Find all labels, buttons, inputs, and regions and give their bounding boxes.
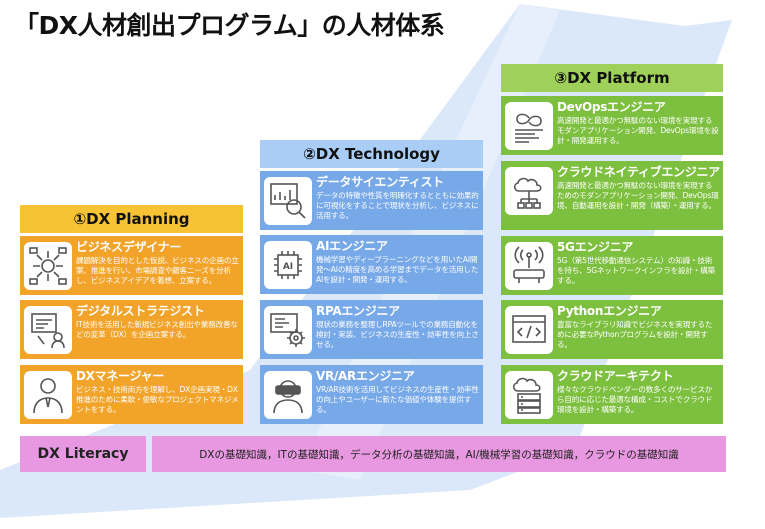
digital-strategist-icon	[24, 306, 72, 354]
role-description: 高速開発と最適かつ無駄のない環境を実現するモダンアプリケーション開発、DevOp…	[557, 116, 719, 145]
role-description: 課題解決を目的とした仮説、ビジネスの企画の立案、推進を行い、市場調査や顧客ニーズ…	[76, 256, 239, 285]
role-description: ビジネス・技術両方を理解し、DX企画実現・DX推進のために柔軟・俊敏なプロジェク…	[76, 385, 239, 414]
svg-text:AI: AI	[283, 262, 293, 272]
role-card-rpa-engineer: RPAエンジニア 現状の業務を整理しRPAツールでの業務自動化を検討・実装、ビジ…	[260, 300, 483, 359]
dx-literacy-label: DX Literacy	[20, 436, 146, 472]
role-description: 豊富なライブラリ知識でビジネスを実現するために必要なPythonプログラムを設計…	[557, 320, 713, 349]
role-name: クラウドアーキテクト	[557, 369, 674, 383]
role-description: 様々なクラウドベンダーの数多くのサービスから目的に応じた最適な構成・コストでクラ…	[557, 385, 713, 414]
role-card-cloud-architect: クラウドアーキテクト 様々なクラウドベンダーの数多くのサービスから目的に応じた最…	[501, 365, 723, 424]
role-card-python-engineer: Pythonエンジニア 豊富なライブラリ知識でビジネスを実現するために必要なPy…	[501, 300, 723, 359]
business-designer-icon	[24, 242, 72, 290]
data-scientist-icon	[264, 177, 312, 225]
role-name: Pythonエンジニア	[557, 304, 662, 318]
role-description: 高速開発と最適かつ無駄のない環境を実現するためのモダンアプリケーション開発、De…	[557, 181, 719, 210]
python-code-icon	[505, 306, 553, 354]
role-card-devops-engineer: DevOpsエンジニア 高速開発と最適かつ無駄のない環境を実現するモダンアプリケ…	[501, 96, 723, 155]
5g-antenna-icon	[505, 242, 553, 290]
role-card-digital-strategist: デジタルストラテジスト IT技術を活用した新規ビジネス創出や業務改善などの変革（…	[20, 300, 243, 359]
role-card-business-designer: ビジネスデザイナー 課題解決を目的とした仮説、ビジネスの企画の立案、推進を行い、…	[20, 236, 243, 295]
role-name: AIエンジニア	[316, 239, 388, 253]
role-card-ai-engineer: AI AIエンジニア 機械学習やディープラーニングなどを用いたAI開発〜AIの精…	[260, 235, 483, 294]
dx-manager-icon	[24, 371, 72, 419]
cloud-server-icon	[505, 371, 553, 419]
role-description: IT技術を活用した新規ビジネス創出や業務改善などの変革（DX）を企画立案する。	[76, 320, 238, 339]
role-name: ビジネスデザイナー	[76, 240, 182, 254]
ai-chip-icon: AI	[264, 241, 312, 289]
role-name: クラウドネイティブエンジニア	[557, 165, 720, 179]
rpa-gear-icon	[264, 306, 312, 354]
role-name: 5Gエンジニア	[557, 240, 634, 254]
role-card-dx-manager: DXマネージャー ビジネス・技術両方を理解し、DX企画実現・DX推進のために柔軟…	[20, 365, 243, 424]
devops-icon	[505, 102, 553, 150]
role-card-cloud-native-engineer: クラウドネイティブエンジニア 高速開発と最適かつ無駄のない環境を実現するためのモ…	[501, 161, 723, 230]
role-name: VR/ARエンジニア	[316, 369, 415, 383]
role-description: 機械学習やディープラーニングなどを用いたAI開発〜AIの精度を高める学習までデー…	[316, 255, 479, 284]
role-name: DevOpsエンジニア	[557, 100, 666, 114]
role-card-vr-ar-engineer: VR/ARエンジニア VR/AR技術を活用してビジネスの生産性・効率性の向上やユ…	[260, 365, 483, 424]
header-dx-platform: ③DX Platform	[501, 64, 723, 92]
header-dx-technology: ②DX Technology	[260, 140, 483, 168]
role-card-5g-engineer: 5Gエンジニア 5G（第5世代移動通信システム）の知識・技術を持ち、5Gネットワ…	[501, 236, 723, 295]
page-title: 「DX人材創出プログラム」の人材体系	[14, 11, 445, 40]
role-description: VR/AR技術を活用してビジネスの生産性・効率性の向上やユーザーに新たな価値や体…	[316, 385, 479, 414]
role-name: デジタルストラテジスト	[76, 304, 205, 318]
dx-literacy-topics: DXの基礎知識，ITの基礎知識，データ分析の基礎知識，AI/機械学習の基礎知識，…	[152, 436, 726, 472]
cloud-native-icon	[505, 167, 553, 215]
role-name: RPAエンジニア	[316, 304, 400, 318]
header-dx-planning: ①DX Planning	[20, 205, 243, 233]
role-name: DXマネージャー	[76, 369, 164, 383]
vr-headset-icon	[264, 371, 312, 419]
role-description: 5G（第5世代移動通信システム）の知識・技術を持ち、5Gネットワークインフラを設…	[557, 256, 715, 285]
role-name: データサイエンティスト	[316, 175, 444, 189]
role-card-data-scientist: データサイエンティスト データの特徴や性質を明確化するとともに効果的に可視化をす…	[260, 171, 483, 230]
role-description: 現状の業務を整理しRPAツールでの業務自動化を検討・実装、ビジネスの生産性・効率…	[316, 320, 479, 349]
role-description: データの特徴や性質を明確化するとともに効果的に可視化をすることで現状を分析し、ビ…	[316, 191, 479, 220]
